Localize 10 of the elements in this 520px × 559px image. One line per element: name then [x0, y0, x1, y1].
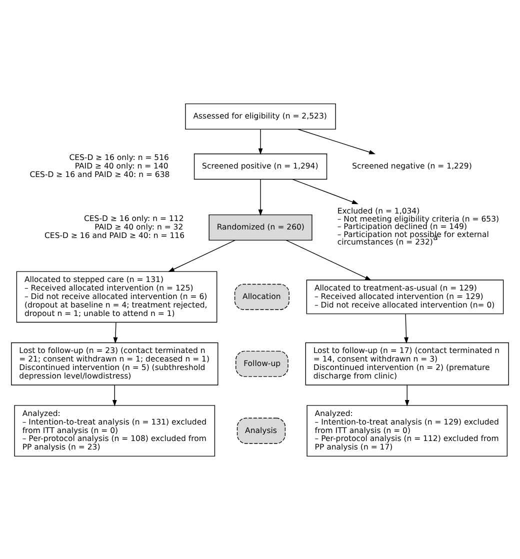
arrow — [113, 322, 118, 344]
arrow — [258, 178, 263, 216]
arrow — [258, 128, 263, 154]
arrow — [168, 239, 236, 272]
arrow — [292, 178, 358, 204]
arrow — [286, 239, 372, 280]
arrow — [298, 128, 376, 154]
arrow — [112, 384, 117, 406]
arrow — [404, 313, 408, 344]
arrow — [404, 384, 410, 406]
